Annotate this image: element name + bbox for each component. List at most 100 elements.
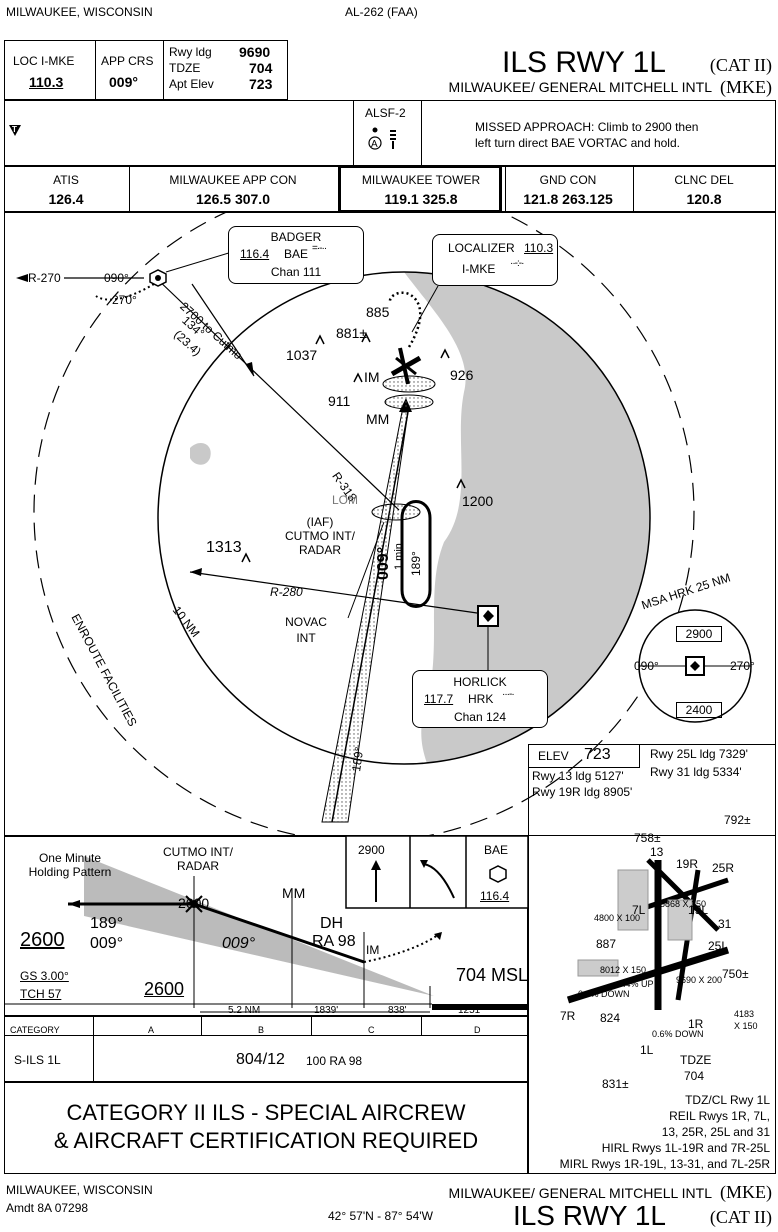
profile-alt-2600-bottom: 2600 — [144, 979, 185, 999]
ma-frequency: 116.4 — [480, 889, 510, 903]
category-header: CATEGORY — [10, 1025, 60, 1035]
profile-drawing — [4, 836, 528, 1013]
radar-label: RADAR — [298, 543, 341, 557]
profile-crs-189: 189° — [90, 915, 124, 932]
alsf-label: ALSF-2 — [365, 106, 406, 120]
badger-name: BADGER — [270, 230, 322, 244]
comm-clnc-name: CLNC DEL — [674, 173, 734, 187]
minimums-extra: 100 RA 98 — [306, 1054, 363, 1068]
hdg-090: 090° — [104, 271, 129, 285]
hold-time: 1 min — [393, 543, 405, 570]
notice-line2: & AIRCRAFT CERTIFICATION REQUIRED — [53, 1128, 479, 1153]
lake-michigan-shoreline — [404, 272, 650, 764]
rwy-label-7l: 7L — [632, 903, 646, 917]
msa-bearing-090: 090° — [634, 659, 659, 673]
rwy-label-1r: 1R — [688, 1017, 704, 1031]
elev-1037: 1037 — [286, 347, 318, 363]
profile-crs-009-descent: 009° — [222, 935, 256, 952]
footer-title: ILS RWY 1L — [512, 1200, 666, 1231]
localizer-info-box — [432, 234, 558, 286]
elev-926: 926 — [450, 367, 474, 383]
elev-label: ELEV — [538, 749, 569, 763]
hold-inbound-course: 009° — [375, 546, 392, 580]
notes-symbols: T A — [9, 125, 396, 150]
obst-824: 824 — [600, 1011, 621, 1025]
dim-8012x150: 8012 X 150 — [600, 965, 647, 975]
app-crs-label: APP CRS — [101, 54, 154, 68]
svg-text:T: T — [12, 125, 17, 134]
elev-box — [528, 744, 640, 768]
comm-atis-name: ATIS — [53, 173, 79, 187]
dist-5-2nm: 5.2 NM — [228, 1005, 261, 1016]
rwy-label-7r: 7R — [560, 1009, 576, 1023]
obst-887: 887 — [596, 937, 617, 951]
rwy-label-19r: 19R — [676, 857, 699, 871]
horlick-channel: Chan 124 — [453, 710, 507, 724]
badger-vortac-icon — [149, 269, 167, 287]
hold-outbound-course: 189° — [409, 551, 423, 576]
runway-13-31 — [646, 858, 720, 932]
im-marker — [382, 375, 436, 393]
notice-box — [4, 1082, 528, 1174]
chart-id: AL-262 (FAA) — [345, 5, 418, 19]
profile-crs-009: 009° — [90, 935, 124, 952]
slope-0-9-down: 0.9% DOWN — [578, 989, 630, 999]
rwy-ldg-value: 9690 — [239, 44, 271, 60]
rwy-19r-ldg: Rwy 19R ldg 8905' — [532, 785, 633, 799]
obstacle-symbols — [241, 332, 466, 563]
rwy-13-ldg: Rwy 13 ldg 5127' — [532, 769, 624, 783]
im-label: IM — [364, 369, 380, 385]
elev-1200: 1200 — [462, 493, 494, 509]
msa-bearing-270: 270° — [730, 659, 755, 673]
rwy-label-13: 13 — [650, 845, 664, 859]
rwy-ldg-label: Rwy ldg — [169, 45, 212, 59]
holding-label-1: One Minute — [38, 851, 102, 865]
profile-alt-2600-left: 2600 — [20, 929, 65, 951]
profile-view — [4, 836, 528, 1016]
apt-elev-value: 723 — [249, 76, 273, 92]
comm-appcon-freq: 126.5 307.0 — [196, 191, 270, 207]
profile-msl: 704 MSL — [456, 965, 529, 985]
procedure-title: ILS RWY 1L — [502, 46, 666, 79]
obst-831: 831± — [602, 1077, 629, 1091]
msa-circle — [638, 609, 752, 723]
horlick-morse-icon: ···-· — [502, 689, 515, 700]
diagram-note-4: HIRL Rwys 1L-19R and 7R-25L — [601, 1141, 770, 1155]
rwy-label-25l: 25L — [708, 939, 729, 953]
elev-885: 885 — [366, 304, 390, 320]
runway-7r-25l — [566, 946, 730, 1004]
diagram-note-1: TDZ/CL Rwy 1L — [685, 1093, 770, 1107]
dist-1839: 1839' — [314, 1005, 339, 1016]
obst-750: 750± — [722, 967, 749, 981]
app-crs-value: 009° — [109, 74, 138, 90]
briefing-strip: LOC I-MKE 110.3 APP CRS 009° Rwy ldg 969… — [4, 40, 288, 100]
novac-int-label: INT — [296, 631, 316, 645]
profile-mm: MM — [282, 885, 306, 901]
horlick-frequency: 117.7 — [424, 692, 454, 706]
plan-view-drawing: 189° — [16, 212, 695, 836]
dim-4183: 4183 — [734, 1009, 755, 1019]
cat-d: D — [474, 1025, 481, 1035]
localizer-frequency: 110.3 — [524, 241, 554, 255]
rwy-25l-ldg: Rwy 25L ldg 7329' — [650, 747, 748, 761]
holding-pattern — [400, 500, 432, 608]
hdg-270: 270° — [112, 293, 137, 307]
holding-label-2: Holding Pattern — [28, 865, 112, 879]
horlick-vortac-icon — [477, 605, 499, 627]
badger-info-box — [228, 226, 364, 284]
mm-label: MM — [366, 411, 390, 427]
minimums-row-label: S-ILS 1L — [14, 1053, 61, 1067]
elev-1313: 1313 — [206, 539, 242, 556]
footer-airport: MILWAUKEE/ GENERAL MITCHELL INTL — [448, 1185, 712, 1201]
tdze-value: 704 — [249, 60, 273, 76]
mm-marker — [384, 394, 434, 410]
badger-channel: Chan 111 — [270, 265, 322, 279]
footer-airport-id: (MKE) — [720, 1182, 772, 1202]
tower-highlight — [338, 165, 502, 213]
dim-9690x200: 9690 X 200 — [676, 975, 723, 985]
r318-radial — [153, 275, 400, 511]
iaf-label: (IAF) — [306, 515, 334, 529]
ten-nm-ring — [157, 271, 651, 765]
comm-tower-freq: 119.1 325.8 — [384, 191, 458, 207]
svg-text:A: A — [371, 139, 378, 150]
